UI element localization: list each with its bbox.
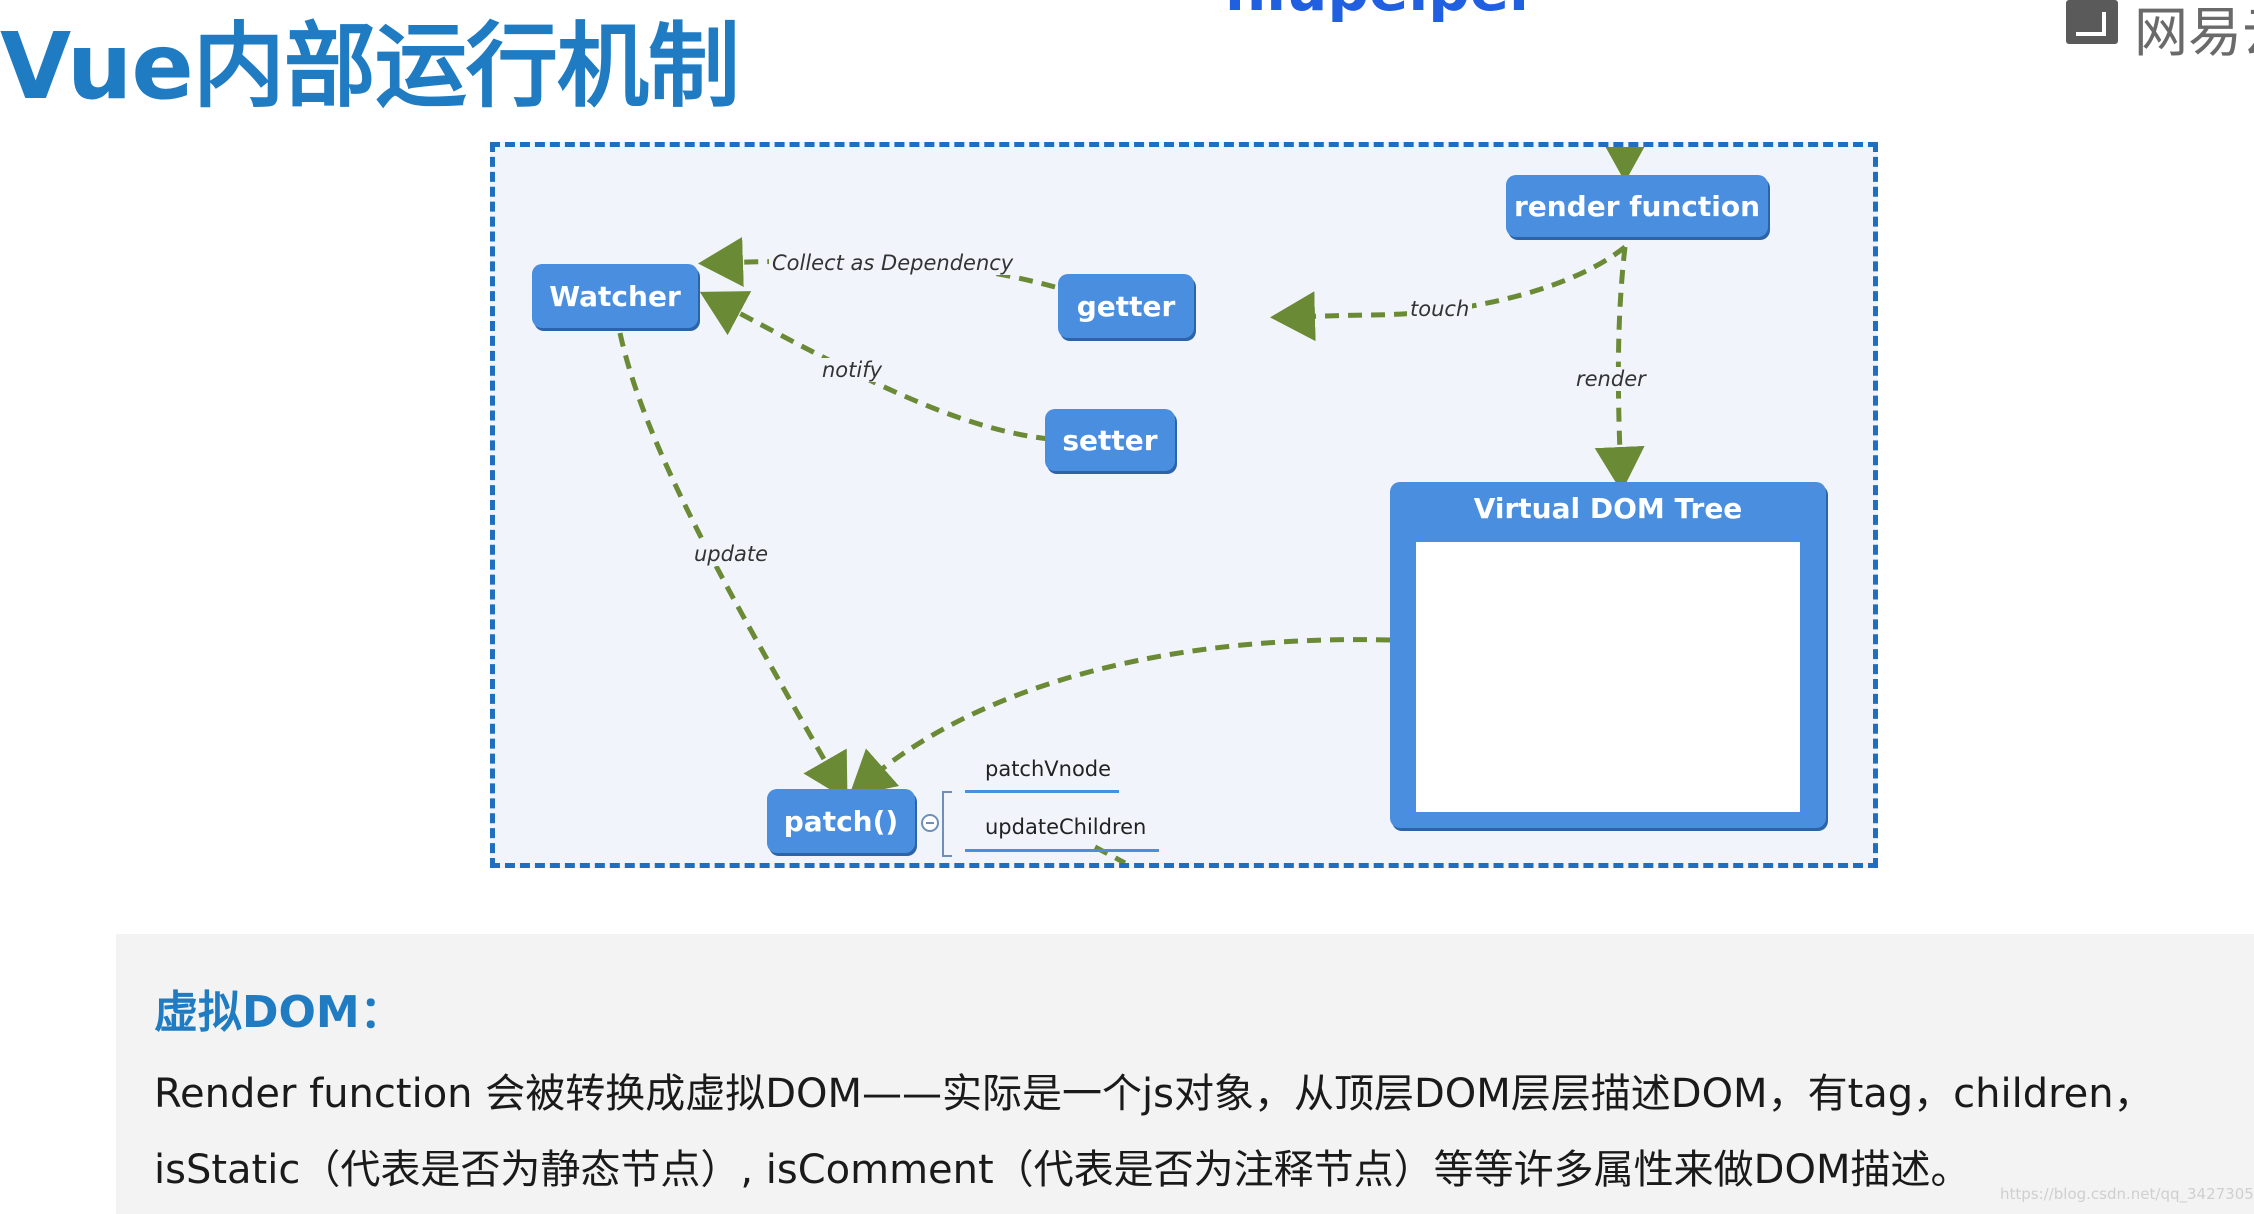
virtual-dom-tree-canvas	[1416, 542, 1800, 812]
virtual-dom-tree-title: Virtual DOM Tree	[1473, 492, 1743, 525]
brand-text: 网易云	[2134, 1, 2254, 64]
edge-label-touch: touch	[1407, 297, 1473, 321]
arrow-render-function-to-getter	[1270, 245, 1627, 342]
setter-node: setter	[1045, 409, 1175, 471]
collapse-icon[interactable]	[921, 814, 939, 832]
edge-label-update: update	[691, 542, 771, 566]
description-body: Render function 会被转换成虚拟DOM——实际是一个js对象，从顶…	[154, 1071, 2154, 1193]
cut-off-header-text: niupeiper	[1225, 0, 1538, 24]
watermark: https://blog.csdn.net/qq_34273059	[2000, 1185, 2254, 1203]
patch-subitem-underline	[965, 790, 1119, 793]
virtual-dom-tree-node: Virtual DOM Tree	[1390, 482, 1826, 828]
patch-subitems-bracket	[942, 791, 952, 857]
arrow-setter-to-watcher	[699, 291, 1051, 442]
description-heading: 虚拟DOM：	[154, 987, 404, 1038]
arrow-render-function-to-vdom	[1594, 246, 1645, 492]
patch-subitem-updatechildren: updateChildren	[985, 815, 1147, 839]
edge-label-notify: notify	[819, 358, 886, 382]
arrow-watcher-to-patch	[617, 332, 848, 801]
description-panel: 虚拟DOM： Render function 会被转换成虚拟DOM——实际是一个…	[116, 934, 2254, 1214]
patch-node: patch()	[767, 789, 915, 853]
patch-subitem-patchvnode: patchVnode	[985, 757, 1112, 781]
page-title: Vue内部运行机制	[0, 13, 740, 120]
watcher-node: Watcher	[532, 264, 698, 328]
patch-subitem-underline	[965, 849, 1159, 852]
brand-icon	[2066, 0, 2118, 44]
edge-label-collect: Collect as Dependency	[769, 251, 1017, 275]
vue-mechanism-diagram: render function Watcher getter setter pa…	[490, 142, 1878, 868]
edge-label-render: render	[1573, 367, 1649, 391]
render-function-node: render function	[1506, 175, 1768, 237]
arrow-vdom-to-patch	[848, 637, 1391, 797]
getter-node: getter	[1058, 274, 1194, 338]
